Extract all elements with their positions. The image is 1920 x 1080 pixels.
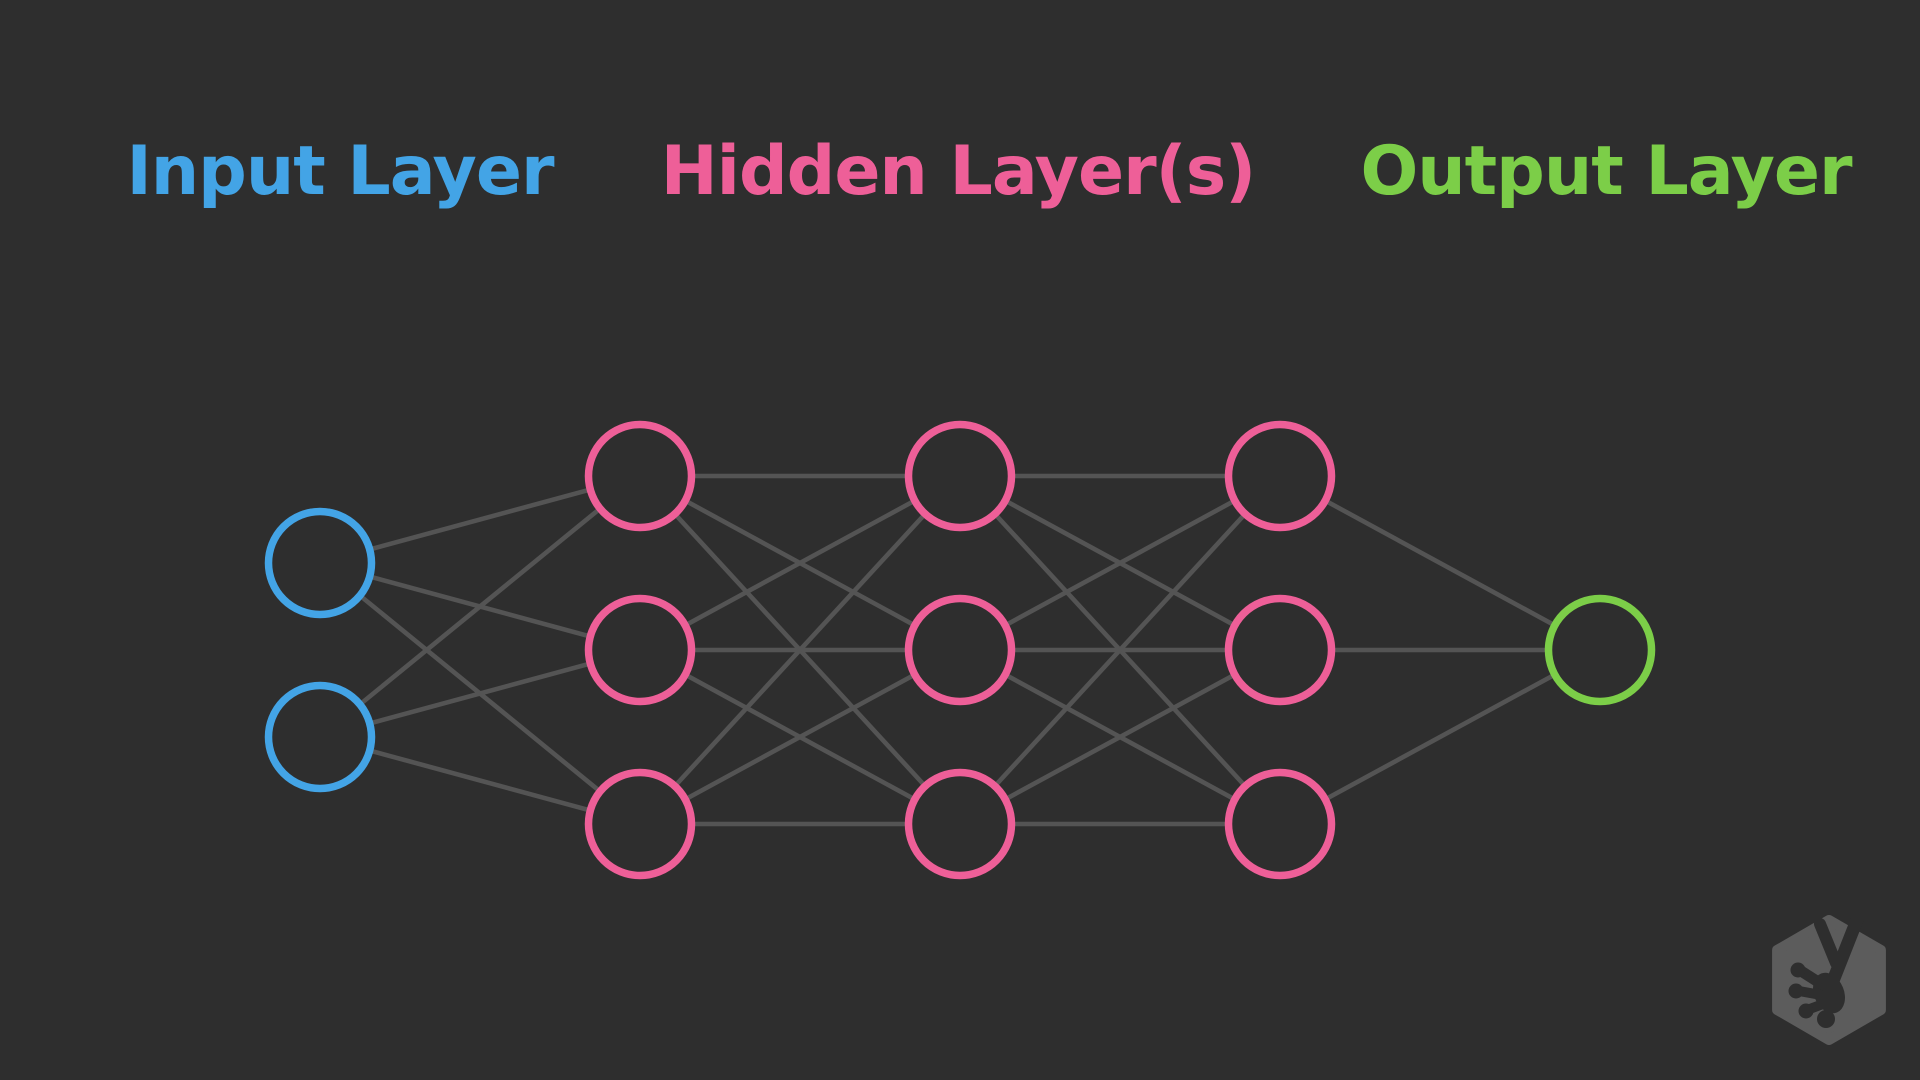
edge-line [319, 473, 641, 566]
output-layer-node [1544, 594, 1656, 706]
edge-line [319, 734, 641, 827]
hidden-layer-3-node [1224, 594, 1336, 706]
hidden-layer-2-node [904, 594, 1016, 706]
edge-line [318, 474, 642, 739]
hidden-layer-3-node [1224, 420, 1336, 532]
gecko-foot-hexagon-icon [1772, 911, 1886, 1045]
hidden-layer-1-node [584, 768, 696, 880]
hidden-layer-label: Hidden Layer(s) [660, 132, 1257, 211]
input-layer-node [264, 507, 376, 619]
edge-line [638, 473, 962, 653]
hidden-layer-2-node [904, 420, 1016, 532]
edge-line [638, 647, 962, 827]
hidden-layer-2-node [904, 768, 1016, 880]
input-layer-label: Input Layer [126, 132, 554, 211]
edge-line [958, 474, 1282, 826]
edge-line [1278, 647, 1602, 827]
edge-line [319, 647, 641, 740]
hidden-layer-3-node [1224, 768, 1336, 880]
edge-line [638, 474, 962, 826]
edge-line [1278, 473, 1602, 653]
hidden-layer-1-node [584, 420, 696, 532]
output-layer-label: Output Layer [1360, 132, 1852, 211]
input-layer-node [264, 681, 376, 793]
hidden-layer-1-node [584, 594, 696, 706]
watermark-logo [1772, 911, 1886, 1045]
edge-line [958, 473, 1282, 653]
edge-line [958, 647, 1282, 827]
